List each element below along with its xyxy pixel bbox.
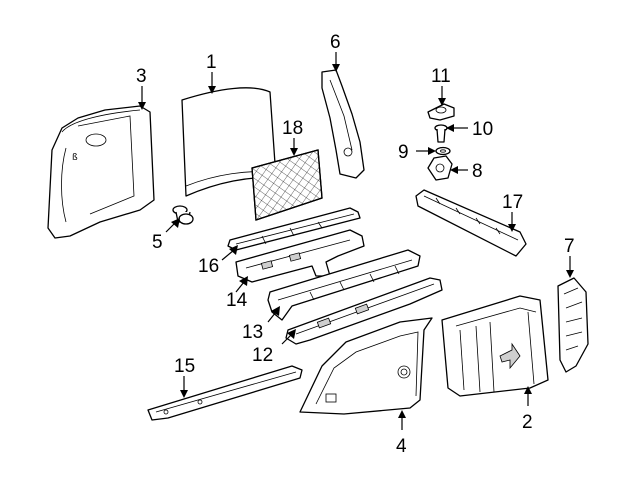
part-18-cargo-net[interactable] xyxy=(251,149,323,221)
svg-text:ß: ß xyxy=(72,153,78,163)
callout-9: 9 xyxy=(398,142,409,163)
callout-labels: 3 1 6 18 11 10 9 8 17 7 5 16 14 13 12 15… xyxy=(136,32,575,457)
callout-15: 15 xyxy=(174,356,195,377)
part-15-lower-rail[interactable] xyxy=(147,365,303,421)
callout-5: 5 xyxy=(152,232,163,253)
callout-8: 8 xyxy=(472,161,483,182)
part-8-mount[interactable] xyxy=(427,155,453,181)
callout-6: 6 xyxy=(330,32,341,53)
part-7-side-trim[interactable] xyxy=(557,277,589,373)
part-13-rail-bracket[interactable] xyxy=(267,249,421,321)
callout-13: 13 xyxy=(242,322,263,343)
part-4-lower-quarter-trim[interactable] xyxy=(299,317,433,415)
leader-lines xyxy=(138,52,574,430)
callout-10: 10 xyxy=(472,119,493,140)
callout-12: 12 xyxy=(252,345,273,366)
part-17-sill-plate[interactable] xyxy=(415,189,527,257)
part-9-washer[interactable] xyxy=(435,146,451,156)
part-12-rail[interactable] xyxy=(285,277,443,345)
callout-16: 16 xyxy=(198,256,219,277)
part-10-screw[interactable] xyxy=(434,124,448,143)
callout-18: 18 xyxy=(282,118,303,139)
callout-11: 11 xyxy=(431,66,451,87)
part-16-sill-rail[interactable] xyxy=(227,207,361,251)
callout-17: 17 xyxy=(502,192,523,213)
callout-4: 4 xyxy=(396,436,407,457)
part-2-storage-bin[interactable] xyxy=(441,295,549,397)
part-6-pillar-trim[interactable] xyxy=(321,69,365,179)
part-14-bracket[interactable] xyxy=(235,229,365,283)
callout-1: 1 xyxy=(206,52,217,73)
callout-2: 2 xyxy=(522,412,533,433)
callout-3: 3 xyxy=(136,66,147,87)
callout-7: 7 xyxy=(564,236,575,257)
part-3-quarter-trim-panel[interactable]: ß xyxy=(47,105,155,239)
callout-14: 14 xyxy=(226,290,248,311)
part-11-cap[interactable] xyxy=(427,103,455,121)
